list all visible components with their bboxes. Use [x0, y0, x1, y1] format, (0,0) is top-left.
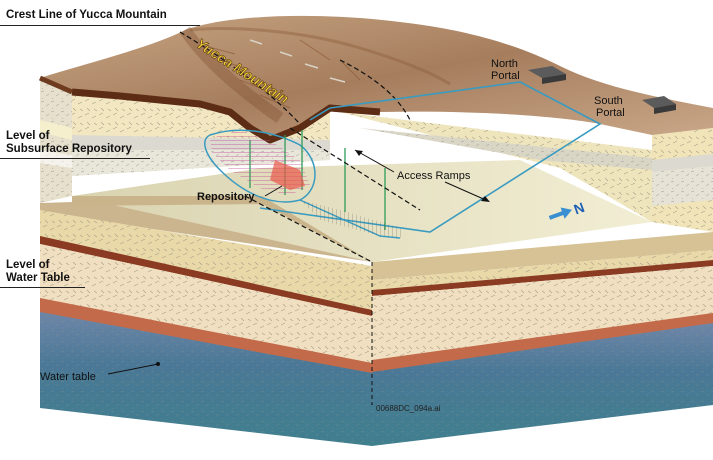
water-table-level-label-line1: Level of	[6, 259, 50, 271]
subsurface-level-leader	[0, 158, 150, 159]
repository-emplacement-area	[210, 130, 404, 238]
upper-block-right-face	[340, 112, 652, 222]
upper-block-left-face	[40, 78, 72, 203]
water-table-level-leader	[0, 287, 85, 288]
south-portal-marker	[642, 96, 676, 114]
subsurface-level-label-line2: Subsurface Repository	[6, 143, 132, 155]
crest-line-leader	[0, 25, 200, 26]
repository-pointer	[264, 185, 283, 197]
north-portal-label-line2: Portal	[491, 70, 520, 82]
front-right-block	[372, 232, 713, 446]
access-ramps-arrows	[354, 149, 490, 202]
south-portal-label-line1: South	[594, 95, 623, 107]
front-left-block	[40, 196, 372, 446]
right-column	[652, 128, 713, 232]
north-portal-label-line1: North	[491, 58, 518, 70]
water-table-level-label-line2: Water Table	[6, 272, 70, 284]
repository-label: Repository	[197, 191, 255, 203]
file-id-label: 00688DC_094a.ai	[376, 404, 441, 413]
access-ramps-label: Access Ramps	[397, 170, 471, 182]
mountain-terrain	[38, 15, 713, 144]
north-portal-marker	[528, 66, 566, 84]
water-table-label: Water table	[40, 371, 96, 383]
repository-level-floor	[72, 160, 652, 262]
crest-line-label: Crest Line of Yucca Mountain	[6, 9, 167, 21]
south-portal-label-line2: Portal	[596, 107, 625, 119]
subsurface-level-label-line1: Level of	[6, 130, 50, 142]
